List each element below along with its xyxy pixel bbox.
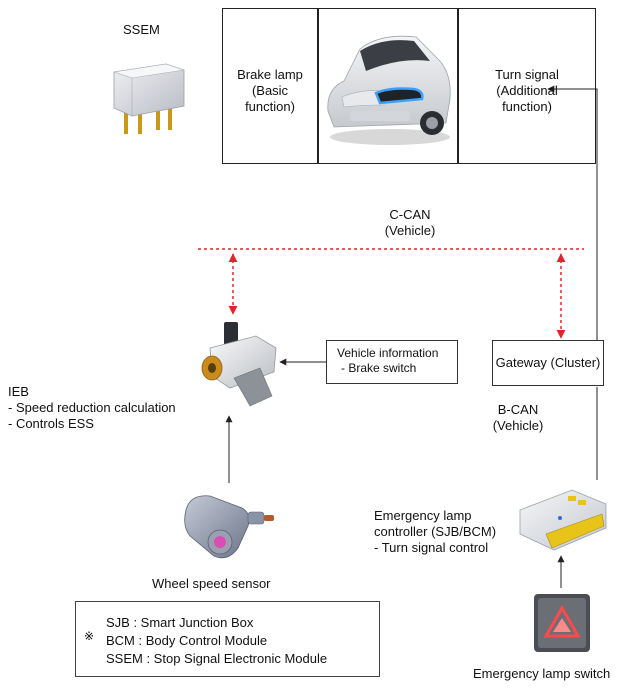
gateway-to-turn-signal-line bbox=[547, 85, 598, 340]
brake-lamp-label: Brake lamp (Basic function) bbox=[237, 67, 303, 114]
b-can-label: B-CAN (Vehicle) bbox=[492, 402, 544, 433]
turn-signal-label: Turn signal (Additional function) bbox=[495, 67, 559, 114]
wheel-speed-sensor-image bbox=[184, 495, 274, 559]
c-can-label: C-CAN (Vehicle) bbox=[384, 207, 436, 238]
gateway-box: Gateway (Cluster) bbox=[492, 340, 604, 386]
legend-box: ※ SJB : Smart Junction Box BCM : Body Co… bbox=[75, 601, 380, 677]
ssem-label: SSEM bbox=[123, 22, 160, 37]
wheel-speed-sensor-label: Wheel speed sensor bbox=[152, 576, 271, 591]
car-rear-image bbox=[327, 35, 451, 145]
legend-symbol: ※ bbox=[84, 629, 95, 643]
emergency-lamp-controller-image bbox=[519, 489, 607, 551]
emergency-lamp-controller-label: Emergency lamp controller (SJB/BCM) - Tu… bbox=[374, 508, 497, 555]
legend-lines: SJB : Smart Junction Box BCM : Body Cont… bbox=[106, 615, 328, 666]
ssem-module-icon bbox=[113, 63, 185, 134]
ieb-label: IEB - Speed reduction calculation - Cont… bbox=[8, 384, 176, 431]
emergency-lamp-switch-label: Emergency lamp switch bbox=[473, 666, 611, 681]
lamp-panel: Brake lamp (Basic function) Turn signal … bbox=[222, 8, 596, 164]
vehicle-information-box: Vehicle information - Brake switch bbox=[326, 340, 458, 384]
emergency-lamp-switch-image bbox=[534, 594, 590, 652]
ieb-unit-image bbox=[201, 322, 277, 407]
